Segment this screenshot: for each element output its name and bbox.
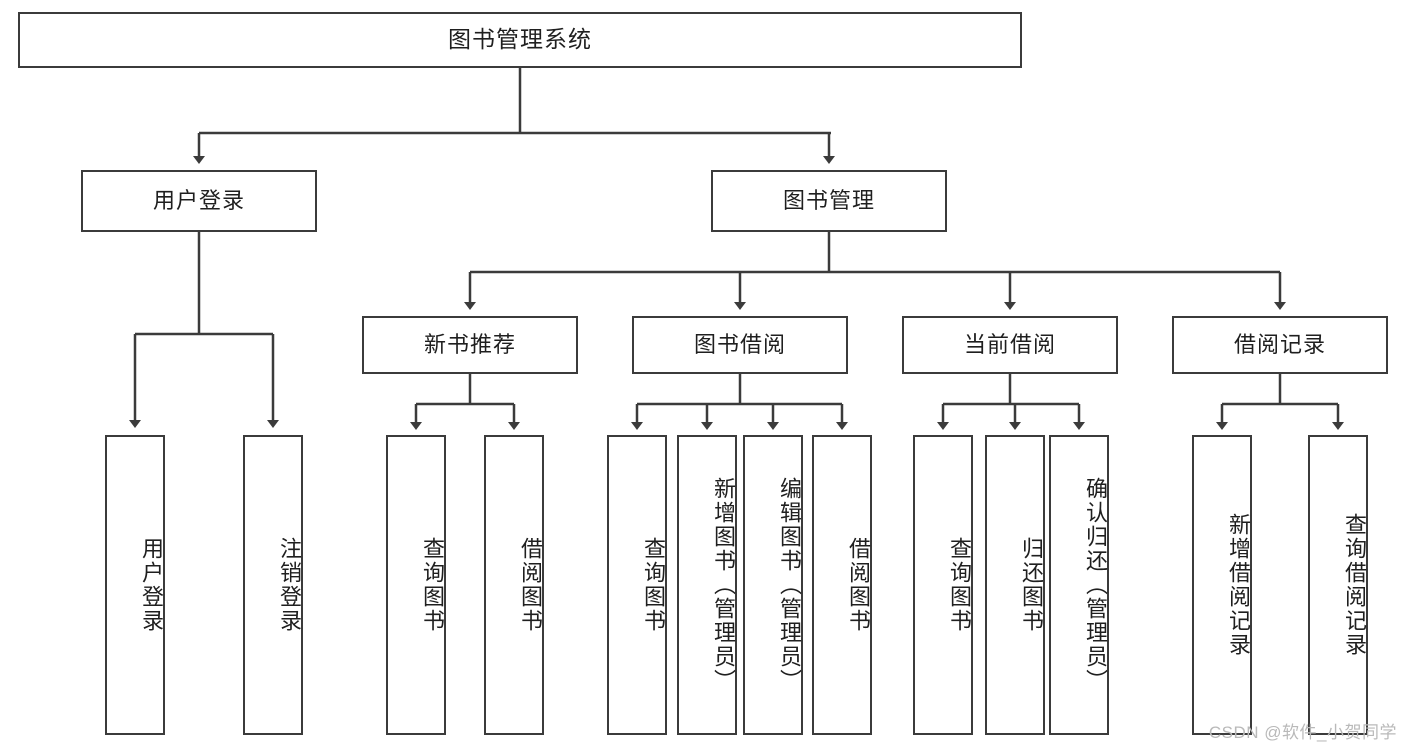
leaf-user-login-label: 用户登录 — [139, 537, 164, 633]
leaf-query-book-3-label: 查询图书 — [947, 537, 972, 633]
leaf-return-book[interactable]: 归还图书 — [985, 435, 1045, 735]
leaf-query-book-2[interactable]: 查询图书 — [607, 435, 667, 735]
node-current-borrow-label: 当前借阅 — [963, 331, 1056, 357]
node-book-manage[interactable]: 图书管理 — [711, 170, 947, 232]
leaf-query-book-3[interactable]: 查询图书 — [913, 435, 973, 735]
node-user-login[interactable]: 用户登录 — [81, 170, 317, 232]
leaf-confirm-return[interactable]: 确认归还（管理员） — [1049, 435, 1109, 735]
leaf-return-book-label: 归还图书 — [1019, 537, 1044, 633]
leaf-logout[interactable]: 注销登录 — [243, 435, 303, 735]
node-book-manage-label: 图书管理 — [782, 187, 875, 213]
leaf-edit-book[interactable]: 编辑图书（管理员） — [743, 435, 803, 735]
node-book-borrow-label: 图书借阅 — [693, 331, 786, 357]
leaf-borrow-book-2-label: 借阅图书 — [846, 537, 871, 633]
leaf-query-borrow-record-label: 查询借阅记录 — [1342, 513, 1367, 657]
leaf-user-login[interactable]: 用户登录 — [105, 435, 165, 735]
node-borrow-record[interactable]: 借阅记录 — [1172, 316, 1388, 374]
node-root-label: 图书管理系统 — [448, 26, 592, 53]
leaf-confirm-return-label: 确认归还（管理员） — [1083, 477, 1108, 693]
leaf-add-book[interactable]: 新增图书（管理员） — [677, 435, 737, 735]
node-root[interactable]: 图书管理系统 — [18, 12, 1022, 68]
leaf-query-book-1[interactable]: 查询图书 — [386, 435, 446, 735]
leaf-add-borrow-record-label: 新增借阅记录 — [1226, 513, 1251, 657]
leaf-borrow-book-1[interactable]: 借阅图书 — [484, 435, 544, 735]
leaf-logout-label: 注销登录 — [277, 537, 302, 633]
node-new-book-recommend[interactable]: 新书推荐 — [362, 316, 578, 374]
leaf-query-book-2-label: 查询图书 — [641, 537, 666, 633]
leaf-query-book-1-label: 查询图书 — [420, 537, 445, 633]
node-new-book-recommend-label: 新书推荐 — [423, 331, 516, 357]
leaf-borrow-book-2[interactable]: 借阅图书 — [812, 435, 872, 735]
node-borrow-record-label: 借阅记录 — [1233, 331, 1326, 357]
node-book-borrow[interactable]: 图书借阅 — [632, 316, 848, 374]
leaf-query-borrow-record[interactable]: 查询借阅记录 — [1308, 435, 1368, 735]
csdn-watermark: CSDN @软件_小贺同学 — [1208, 723, 1397, 742]
leaf-edit-book-label: 编辑图书（管理员） — [777, 477, 802, 693]
node-user-login-label: 用户登录 — [152, 187, 245, 213]
node-current-borrow[interactable]: 当前借阅 — [902, 316, 1118, 374]
leaf-add-borrow-record[interactable]: 新增借阅记录 — [1192, 435, 1252, 735]
leaf-borrow-book-1-label: 借阅图书 — [518, 537, 543, 633]
leaf-add-book-label: 新增图书（管理员） — [711, 477, 736, 693]
